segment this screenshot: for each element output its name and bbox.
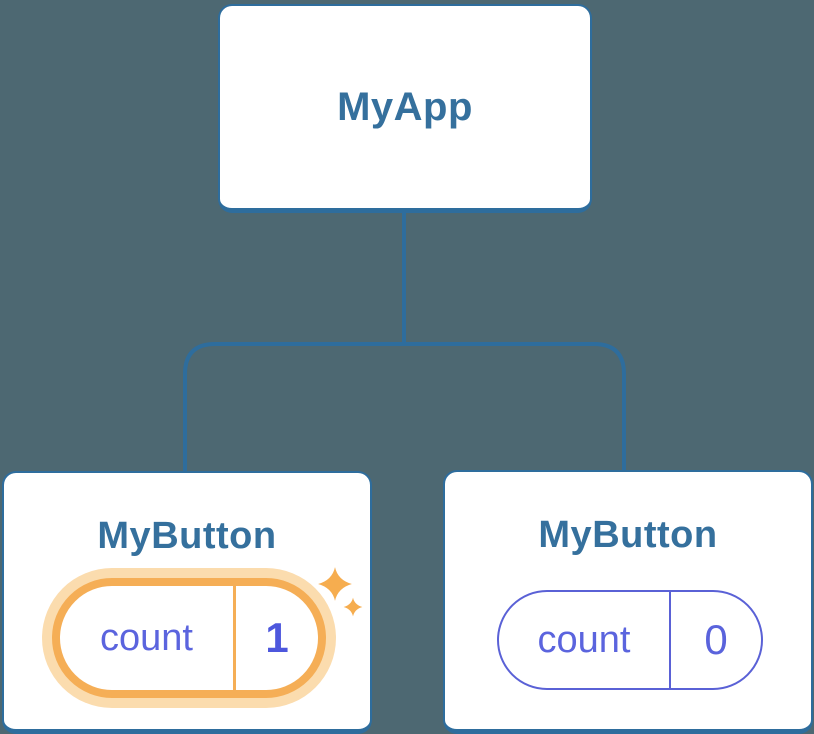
state-key: count [100,616,193,659]
state-value: 1 [265,614,289,661]
state-pill-highlighted: count 1 [52,578,326,698]
pill-divider [233,586,236,690]
component-node-myapp: MyApp [218,4,592,213]
component-label: MyApp [337,84,473,129]
component-node-mybutton-1: MyButton count 1 [2,471,372,734]
state-key: count [537,618,631,661]
component-label: MyButton [97,515,277,557]
connector-branch [183,342,626,471]
component-label: MyButton [538,514,718,556]
state-pill: count 0 [497,590,763,690]
component-node-mybutton-2: MyButton count 0 [443,470,813,734]
sparkle-icon [343,597,363,617]
sparkle-icon [318,567,352,601]
pill-divider [669,592,671,688]
state-value: 0 [704,616,728,663]
